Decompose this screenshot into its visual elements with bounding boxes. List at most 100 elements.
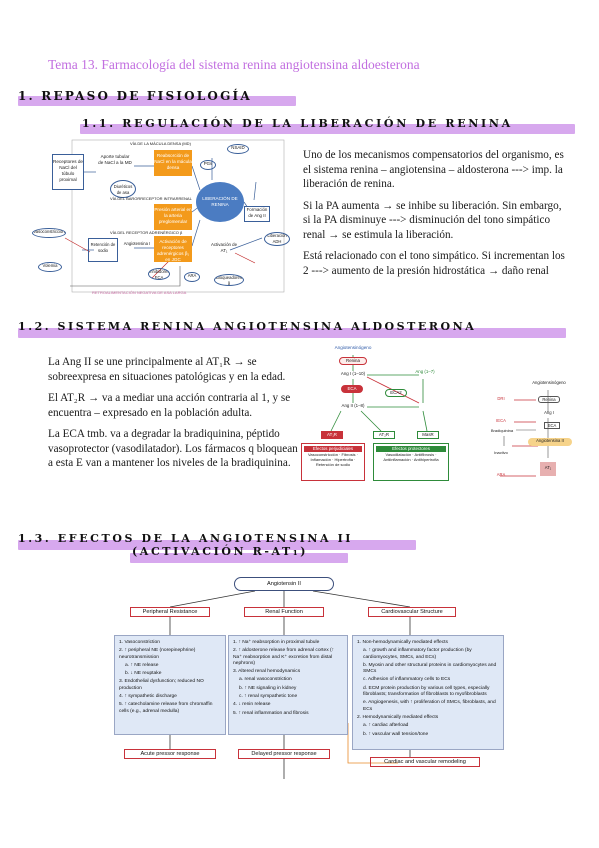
outcome-remodeling: Cardiac and vascular remodeling [370,757,480,767]
diagram-node-orange: Activación de receptores adrenérgicos β₁… [154,236,192,262]
diagram-node-orange: Presión arterial en la arteria preglomer… [154,204,192,230]
protect-title: Efectos protectores [376,446,446,452]
raas-node: AT₂R [373,431,395,439]
drug-node: Inactivo [494,450,508,455]
diagram-node: Retención de sodio [88,238,118,262]
diagram-node-oval: Diuréticos de asa [110,180,136,198]
diagram-node-oval: Vasoconstricción [32,228,66,238]
angiotensin-effects-diagram: Angiotensin II Peripheral Resistance Ren… [108,573,508,843]
effect-item: b. ↓ NE reuptake [125,671,162,677]
drug-node: AT₁ [540,462,556,476]
diagram-caption: RETROALIMENTACIÓN NEGATIVA DE ASA LARGA [92,290,187,295]
effect-item: 5. ↑ renal inflammation and fibrosis [233,710,309,716]
protect-items: Vasodilatación · Antifibrosis · Antiinfl… [383,452,439,462]
paragraph: La Ang II se une principalmente al AT₁R … [48,356,286,383]
diagram-node-oval: Volemia [38,262,62,272]
raas-node: AT₁R [321,431,343,439]
diagram-node: Angiotensina I [123,241,151,246]
effect-item: c. ↑ renal sympathetic tone [239,694,298,700]
drug-node: Renina [538,396,560,403]
heading-highlight [18,328,566,338]
effect-item: 1. Vasoconstriction [119,640,160,645]
effects-root: Angiotensin II [234,577,334,591]
renin-regulation-diagram: Receptores de NaCl del túbulo proximal A… [30,138,292,300]
effect-item: a. ↑ growth and inflammatory factor prod… [363,648,472,660]
section-heading-1-1: 1.1. REGULACIÓN DE LA LIBERACIÓN DE RENI… [82,117,513,130]
diagram-node-oval: Inhibidores ECA [148,268,170,280]
raas-node: Ang (1–7) [415,369,435,374]
effect-item: b. Myosin and other structural proteins … [363,662,497,675]
diagram-caption: VÍA DE LA MÁCULA DENSA (MD) [130,141,191,146]
diagram-caption: VÍA DEL RECEPTOR ADRENÉRGICO β [110,230,183,235]
section-heading-1-2: 1.2. SISTEMA RENINA ANGIOTENSINA ALDOSTE… [18,320,477,333]
drug-node: ARA [496,472,506,477]
raas-node: ECA [341,385,363,393]
effect-item: 3. Altered renal hemodynamics [233,669,301,675]
diagram-node: Receptores de NaCl del túbulo proximal [52,154,84,190]
diagram-node-oval: NSAID [227,144,249,154]
effect-item: e. Angiogenesis, with ↑ proliferation of… [363,700,496,712]
category-peripheral: Peripheral Resistance [130,607,210,617]
drug-node: ECA [544,422,560,429]
raas-drug-target-diagram: Angiotensinógeno Renina DRI Ang I IECA E… [486,378,586,484]
paragraph: Está relacionado con el tono simpático. … [303,250,565,277]
effect-item: 2. ↑ peripheral NE (norepinephrine) neur… [119,648,196,660]
harm-title: Efectos perjudiciales [304,446,362,452]
paragraph: El AT₂R → va a mediar una acción contrar… [48,392,291,419]
raas-pathway-diagram: Angiotensinógeno Renina Ang I (1–10) ECA… [301,345,481,485]
diagram-node-oval: Liberación ADH [264,232,290,246]
effect-item: 2. Hemodynamically mediated effects [357,714,439,720]
drug-node: IECA [496,418,506,423]
outcome-delayed: Delayed pressor response [238,749,330,759]
raas-node: Ang II (1–8) [341,403,365,408]
raas-node: Ang I (1–10) [340,371,366,376]
section-heading-1-3-sub: (ACTIVACIÓN R-AT₁) [132,545,309,558]
effect-item: 5. ↑ catecholamine release from chromaff… [119,702,213,714]
category-renal: Renal Function [244,607,324,617]
raas-node: MasR [417,431,439,439]
effect-item: 4. ↑ sympathetic discharge [119,694,177,700]
effect-item: b. ↑ NE signaling in kidney [239,685,297,691]
diagram-node: Activación de AT₁ [210,242,238,253]
heading-highlight [80,124,575,134]
section-1-2-text: La Ang II se une principalmente al AT₁R … [48,355,298,478]
raas-protect-panel: Efectos protectores Vasodilatación · Ant… [373,443,449,481]
effect-item: 2. ↑ aldosterone release from adrenal co… [233,648,335,666]
effect-item: b. ↑ vascular wall tension/tone [363,731,429,737]
raas-node: ECA2 [385,389,407,397]
diagram-node-oval: ARA [184,272,200,282]
drug-arrows [500,390,549,477]
raas-node: Renina [339,357,367,365]
raas-node: Angiotensinógeno [334,345,372,350]
category-cardiovascular: Cardiovascular Structure [368,607,456,617]
section-heading-1: 1. REPASO DE FISIOLOGÍA [18,89,252,103]
diagram-node-oval: Bloqueadores β [214,274,244,286]
diagram-node: Aporte tubular de NaCl a la MD [98,154,132,165]
effect-item: d. ECM protein production by various cel… [363,685,490,698]
drug-node: Angiotensina II [528,438,572,446]
drug-node: Angiotensinógeno [532,380,566,385]
drug-node: DRI [497,396,505,401]
diagram-node-oval: PGs [200,160,216,170]
diagram-node-circle: LIBERACIÓN DE RENINA [196,182,244,222]
drug-node: Ang I [544,410,554,415]
diagram-caption: VÍA DEL BARORRECEPTOR INTRARRENAL [110,196,192,201]
diagram-node: Formación de Ang II [244,206,270,222]
drug-node: Bradiquinina [490,428,514,433]
paragraph: Si la PA aumenta → se inhibe su liberaci… [303,199,562,241]
effect-item: 1. ↑ Na⁺ reabsorption in proximal tubule [233,640,320,645]
diagram-arrows [64,139,285,293]
renal-effects-panel: 1. ↑ Na⁺ reabsorption in proximal tubule… [228,635,348,735]
effect-item: a. renal vasoconstriction [239,677,292,683]
effect-item: c. Adhesion of inflammatory cells to ECs [363,677,451,683]
paragraph: Uno de los mecanismos compensatorios del… [303,149,564,190]
section-heading-1-3: 1.3. EFECTOS DE LA ANGIOTENSINA II [18,532,354,545]
section-1-1-text: Uno de los mecanismos compensatorios del… [303,148,565,285]
document-title: Tema 13. Farmacología del sistema renina… [48,57,420,72]
diagram-node-orange: Reabsorción de NaCl en la mácula densa [154,150,192,176]
heading-highlight [18,540,416,550]
heading-highlight [18,96,296,106]
harm-items: Vasoconstricción · Fibrosis · Inflamació… [308,452,358,467]
paragraph: La ECA tmb. va a degradar la bradiquinin… [48,428,298,469]
effect-item: a. ↑ NE release [125,662,159,668]
